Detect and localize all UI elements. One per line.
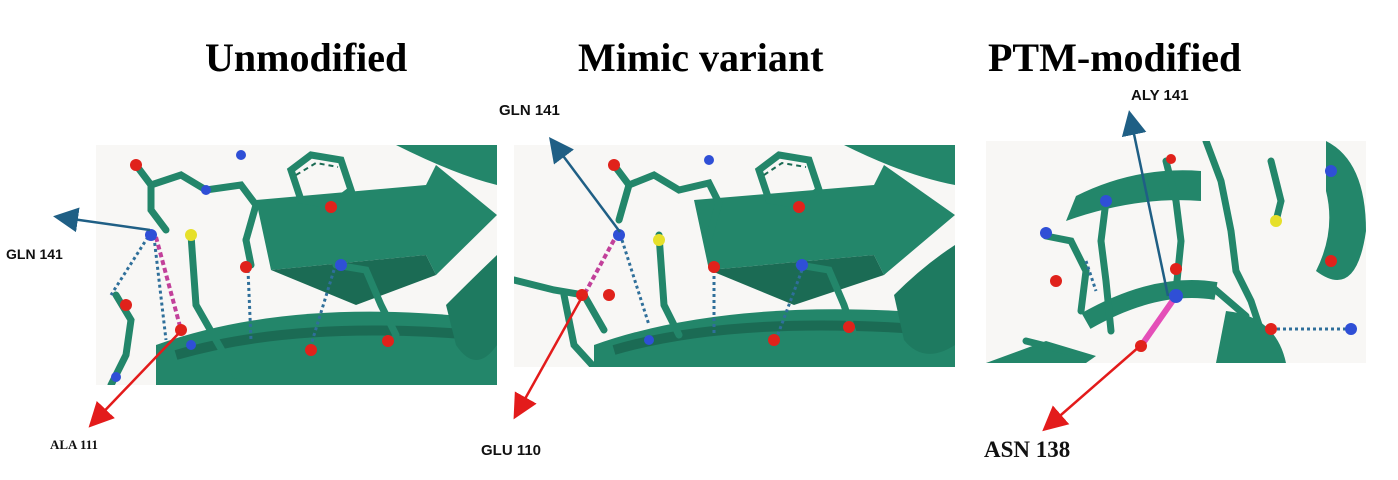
arrow-ala111: [88, 331, 181, 428]
label-gln141-mimic: GLN 141: [499, 102, 560, 119]
structure-image-mimic-variant: [514, 145, 955, 367]
arrow-asn138: [1042, 345, 1141, 432]
panel-title-unmodified: Unmodified: [205, 35, 408, 80]
panel-title-ptm-modified: PTM-modified: [988, 35, 1242, 80]
arrow-gln141-mimic: [549, 136, 622, 233]
arrow-gln141-unmodified: [53, 207, 151, 233]
label-ala111: ALA 111: [50, 437, 99, 452]
structure-panel-unmodified: [96, 145, 497, 385]
label-aly141: ALY 141: [1131, 87, 1189, 104]
label-gln141-unmodified: GLN 141: [6, 246, 63, 262]
arrow-glu110: [513, 296, 584, 420]
structure-panel-mimic-variant: [514, 145, 955, 367]
arrow-aly141: [1121, 110, 1170, 297]
structure-image-unmodified: [107, 145, 497, 385]
label-glu110: GLU 110: [481, 442, 542, 459]
structure-panel-ptm-modified: [986, 141, 1366, 363]
label-asn138: ASN 138: [984, 437, 1071, 462]
panel-title-mimic-variant: Mimic variant: [578, 35, 824, 80]
